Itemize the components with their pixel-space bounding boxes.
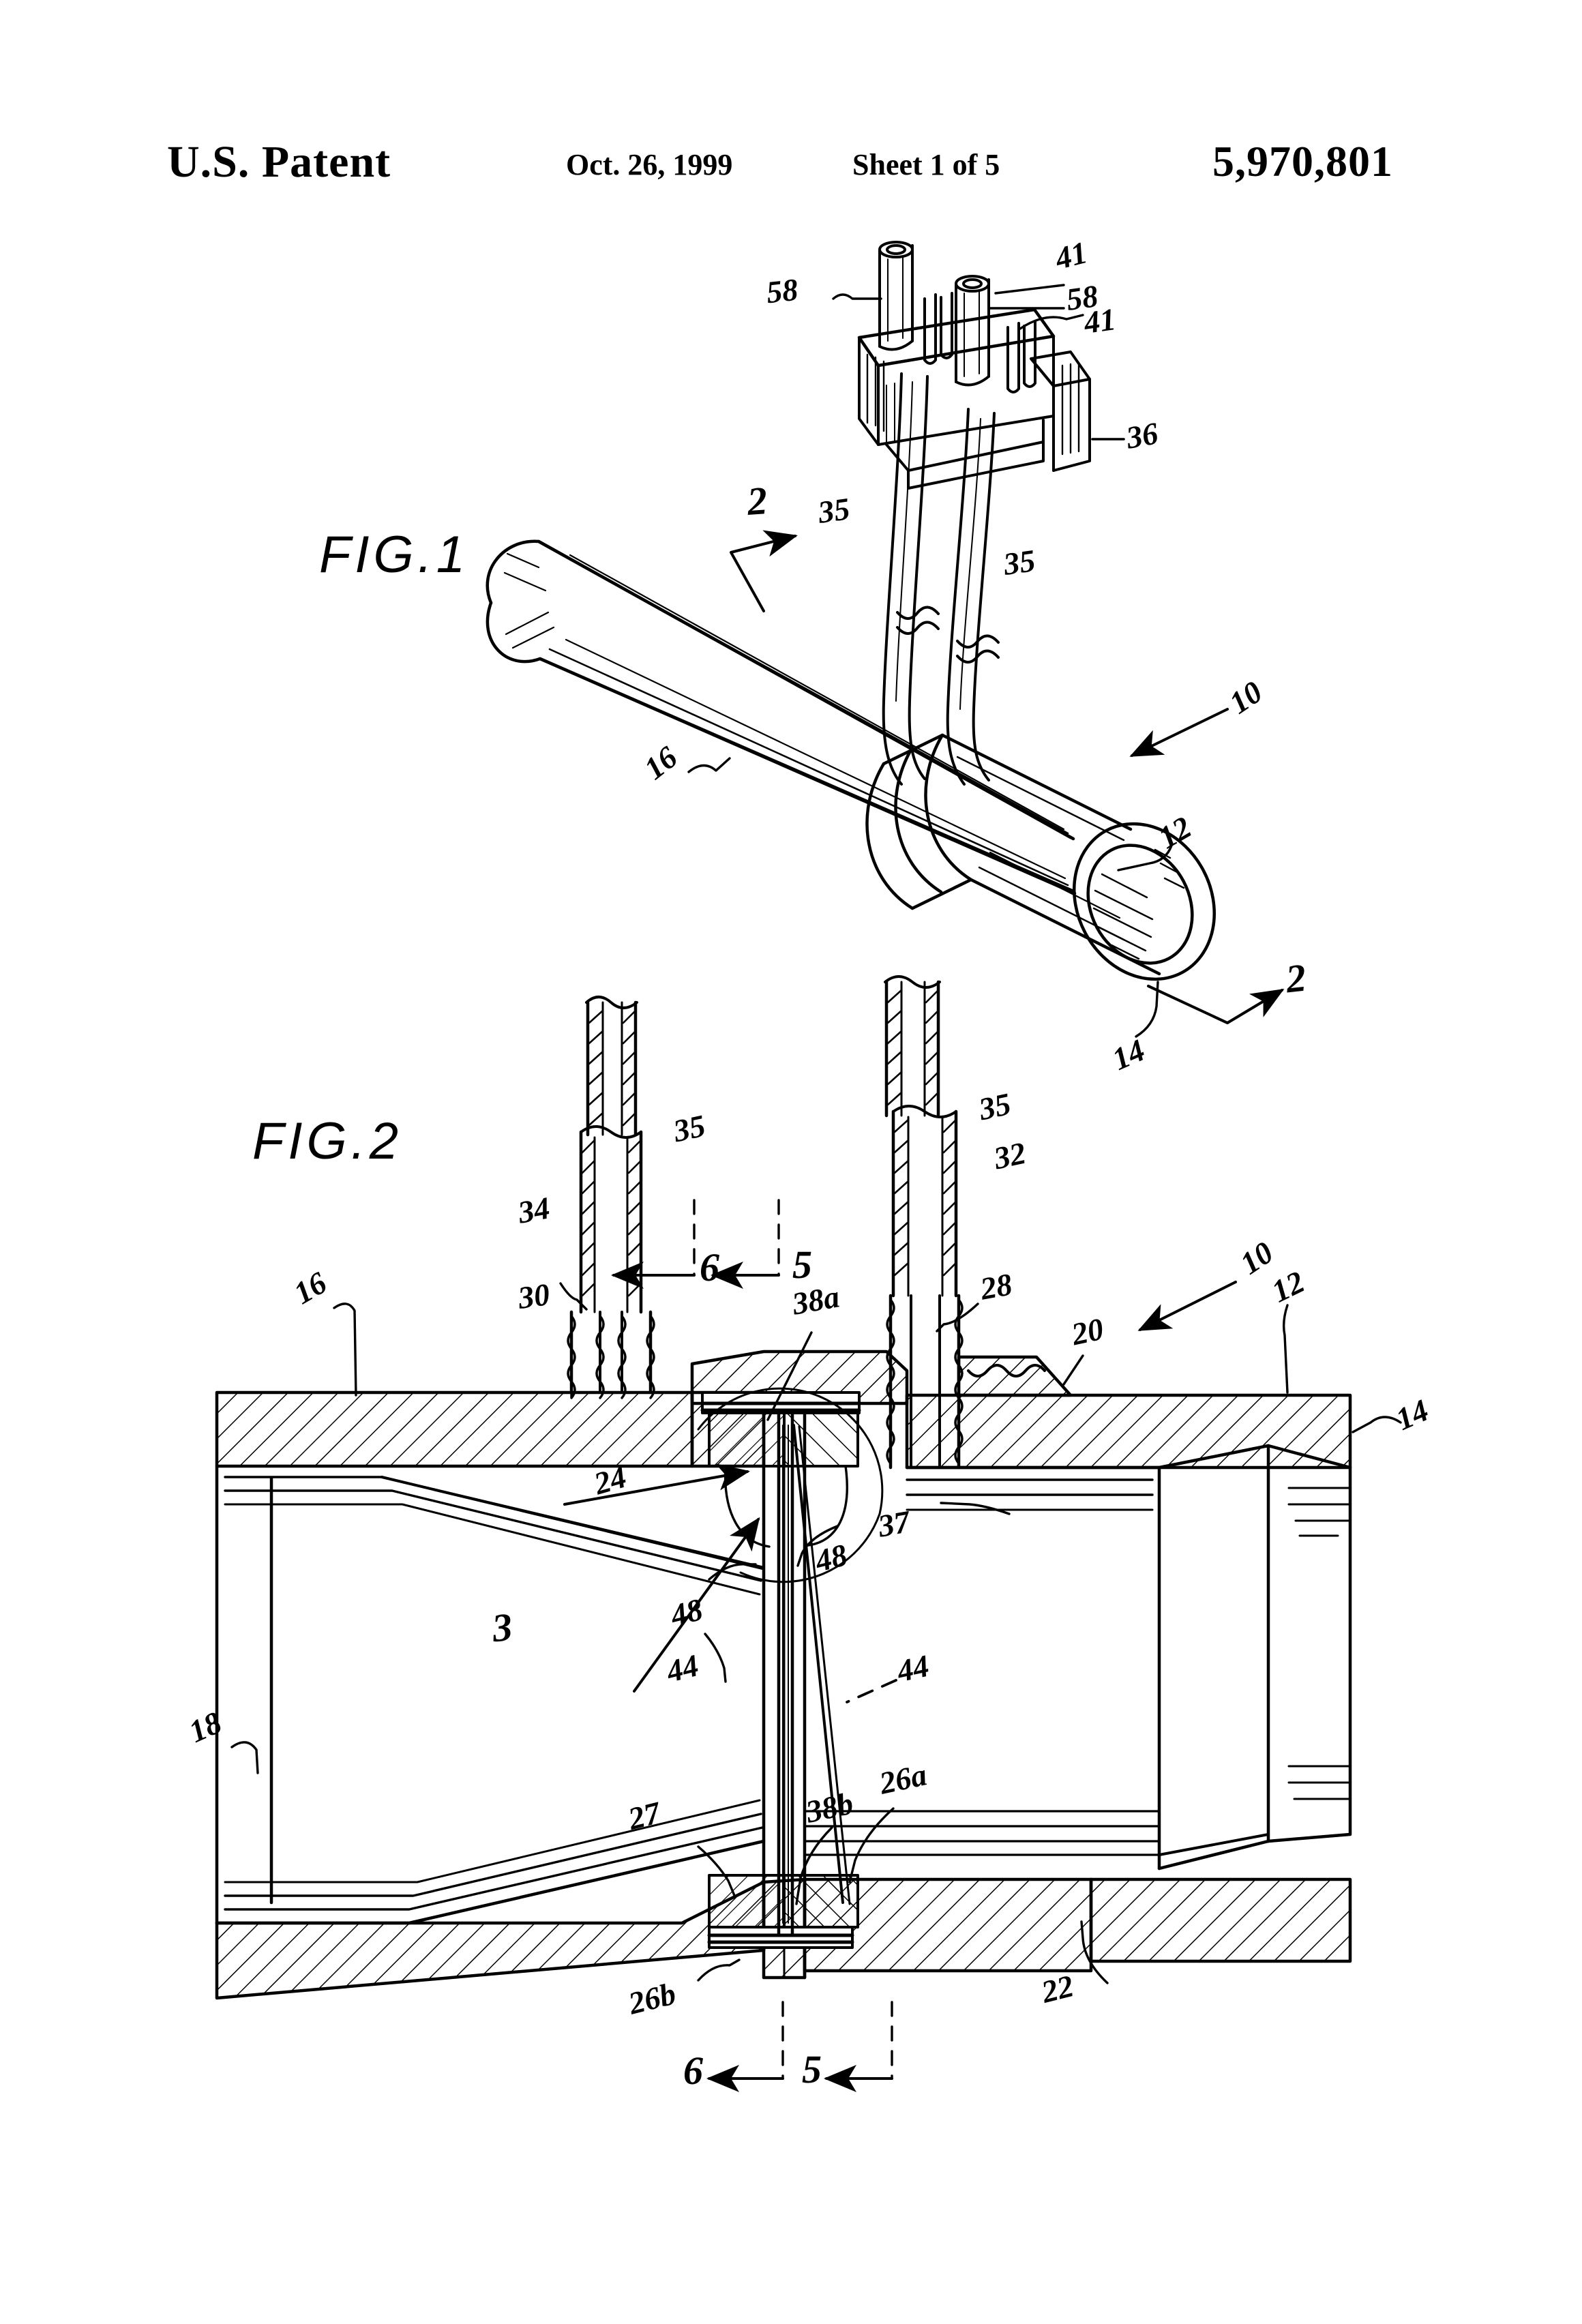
leader-26b	[697, 1958, 741, 1982]
leader-3	[633, 1517, 760, 1693]
ref-numeral-32: 32	[991, 1135, 1029, 1176]
figure-2-caption: FIG.2	[252, 1112, 403, 1170]
leader-14-fig2	[1352, 1416, 1402, 1433]
leader-14-fig1	[1135, 981, 1159, 1038]
leader-27	[697, 1845, 736, 1898]
leader-37	[940, 1502, 1011, 1515]
inner-lumen-top-18	[215, 1464, 765, 1925]
leader-38a	[766, 1331, 813, 1421]
leader-38b	[795, 1826, 833, 1905]
leader-12-fig2	[1282, 1304, 1289, 1394]
leader-10-fig1	[1129, 708, 1229, 757]
leader-24	[563, 1463, 750, 1506]
leader-22	[1080, 1920, 1109, 1984]
section-markers-top	[611, 1199, 780, 1289]
ref-numeral-30: 30	[516, 1277, 552, 1315]
patent-header: U.S. Patent Oct. 26, 1999 Sheet 1 of 5 5…	[0, 136, 1582, 198]
figure-1-caption: FIG.1	[319, 526, 470, 584]
ref-numeral-36: 36	[1123, 415, 1161, 456]
leader-41-lower	[1019, 314, 1084, 330]
leader-16-fig2	[333, 1302, 357, 1397]
tube-35-left	[585, 996, 638, 1137]
ref-numeral-44-right: 44	[894, 1648, 932, 1689]
tube-35-right	[884, 975, 941, 1118]
sheet-number: Sheet 1 of 5	[852, 148, 1000, 181]
connector-block-36	[857, 308, 1091, 490]
ref-numeral-34: 34	[515, 1190, 552, 1230]
ref-numeral-20: 20	[1069, 1311, 1107, 1352]
figure-1-artwork	[486, 241, 1285, 1038]
section-label-5-top[interactable]: 5	[792, 1242, 812, 1287]
figure-2-artwork	[215, 975, 1402, 2092]
flex-tubes-35	[882, 372, 1000, 786]
leader-44-left	[704, 1633, 727, 1683]
section-label-2-top[interactable]: 2	[745, 478, 769, 524]
distal-tube-end-14	[940, 733, 1216, 981]
leader-20	[1062, 1354, 1084, 1386]
ref-numeral-58-left: 58	[764, 271, 800, 310]
leader-28	[936, 1302, 979, 1332]
leader-44-right	[846, 1679, 897, 1703]
leader-26a	[848, 1807, 895, 1883]
leader-41-upper	[994, 284, 1065, 295]
ref-numeral-35-lower: 35	[1001, 543, 1038, 582]
section-label-6-bottom[interactable]: 6	[683, 2049, 703, 2093]
inner-lumen-right	[905, 1444, 1352, 1871]
catheter-shaft-16	[486, 539, 1077, 895]
collar-sleeve-12	[865, 733, 973, 910]
leader-48-right	[796, 1525, 839, 1567]
section-label-2-bottom[interactable]: 2	[1283, 955, 1309, 1002]
section-label-3[interactable]: 3	[490, 1604, 515, 1651]
fitting-left-30	[567, 1125, 655, 1399]
ref-numeral-35-upper: 35	[816, 491, 852, 530]
ref-numeral-35-left-fig2: 35	[670, 1107, 708, 1149]
leader-18	[230, 1741, 259, 1774]
leader-12-fig1	[1117, 844, 1173, 872]
leader-10-fig2	[1137, 1281, 1237, 1331]
section-line-2-2	[730, 530, 1285, 1024]
ref-numeral-38a: 38a	[790, 1279, 842, 1322]
section-markers-bottom	[706, 2001, 893, 2092]
valve-assembly-24	[697, 1387, 884, 1980]
ref-numeral-37: 37	[875, 1504, 912, 1544]
patent-date: Oct. 26, 1999	[566, 148, 733, 181]
ref-numeral-35-right-fig2: 35	[976, 1086, 1014, 1127]
leader-30	[559, 1282, 588, 1311]
ref-numeral-41-lower: 41	[1081, 301, 1118, 340]
section-label-5-bottom[interactable]: 5	[802, 2047, 822, 2091]
leader-48-left	[708, 1563, 757, 1581]
section-label-6-top[interactable]: 6	[700, 1245, 719, 1290]
patent-office-title: U.S. Patent	[167, 137, 391, 187]
leader-16-fig1	[687, 757, 731, 773]
leader-58-left	[832, 293, 882, 300]
patent-number: 5,970,801	[1212, 137, 1393, 185]
port-tube-58-right	[955, 275, 990, 387]
connector-pins-41	[923, 292, 1036, 393]
fitting-right-28	[886, 1105, 1073, 1470]
ref-numeral-28: 28	[977, 1266, 1015, 1307]
